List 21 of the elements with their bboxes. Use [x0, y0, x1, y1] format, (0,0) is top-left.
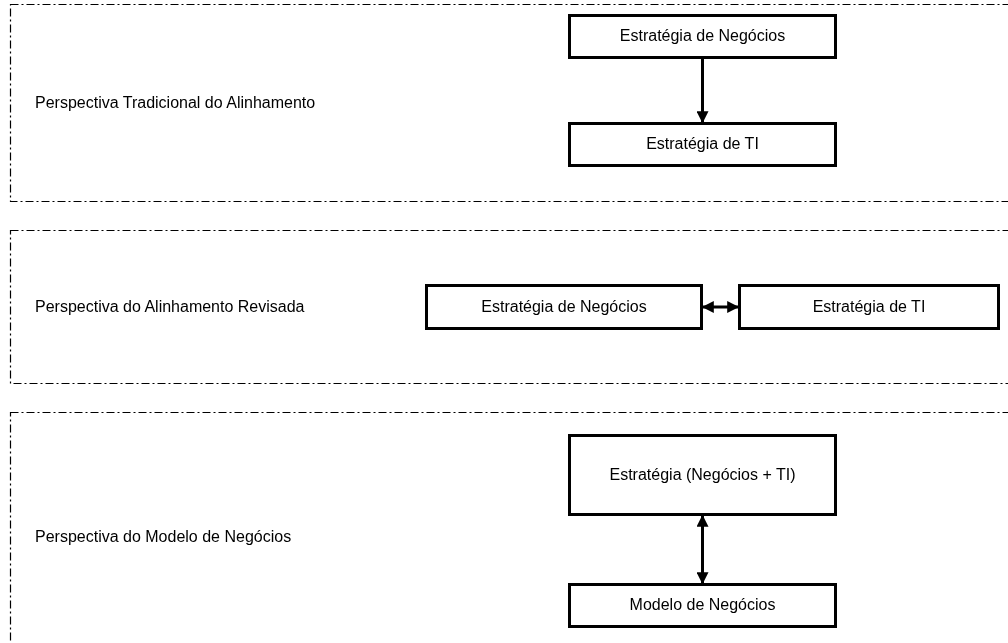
- strategy-box: [568, 122, 837, 167]
- panel-title: Perspectiva do Modelo de Negócios: [35, 528, 292, 546]
- box-label: Estratégia de Negócios: [618, 26, 787, 47]
- group-panel: [10, 4, 1008, 202]
- group-panel: [10, 412, 1008, 643]
- arrow: [696, 514, 709, 585]
- panel-title: Perspectiva do Alinhamento Revisada: [35, 298, 305, 316]
- strategy-box: [568, 434, 837, 516]
- strategy-box: [425, 284, 703, 330]
- arrow: [701, 301, 740, 313]
- panel-title: Perspectiva Tradicional do Alinhamento: [35, 94, 316, 112]
- strategy-box: [738, 284, 1000, 330]
- strategy-box: [568, 14, 837, 59]
- strategy-box: [568, 583, 837, 628]
- box-label: Estratégia de Negócios: [480, 296, 648, 317]
- box-label: Estratégia de TI: [645, 134, 760, 155]
- group-panel: [10, 230, 1008, 384]
- box-label: Estratégia de TI: [811, 296, 927, 317]
- box-label: Estratégia (Negócios + TI): [608, 464, 797, 485]
- box-label: Modelo de Negócios: [628, 595, 777, 616]
- arrow: [696, 59, 709, 124]
